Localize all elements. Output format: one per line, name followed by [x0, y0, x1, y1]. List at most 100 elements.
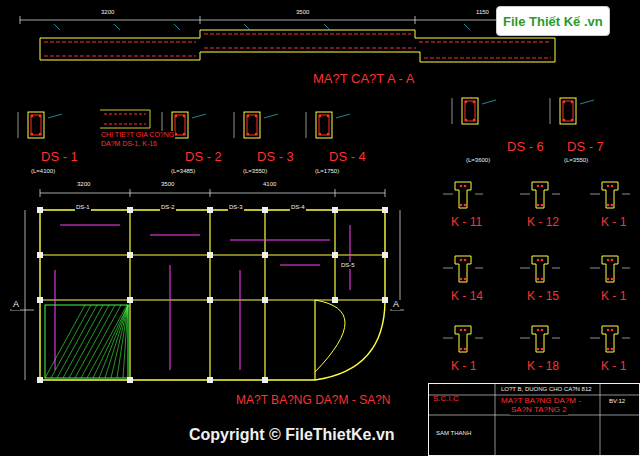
drawing-label: MA?T CA?T A - A: [312, 72, 415, 86]
rebar-dot: [473, 119, 476, 122]
column: [207, 252, 213, 258]
rebar-dot: [319, 115, 322, 118]
column: [262, 207, 268, 213]
drawing-label: DS-5: [340, 262, 356, 269]
rebar-dot: [460, 348, 463, 351]
rebar: [44, 55, 196, 56]
rebar-dot: [537, 329, 540, 332]
rebar-dot: [541, 185, 544, 188]
hatch-line: [45, 305, 85, 378]
beam-section: [462, 98, 478, 124]
column: [127, 377, 133, 383]
drawing-line: [104, 114, 146, 115]
drawing-label: K - 1: [600, 290, 627, 303]
rebar-dot: [255, 115, 258, 118]
rebar-dot: [537, 259, 540, 262]
dimension-line: [622, 194, 630, 195]
drawing-label: K - 1: [600, 360, 627, 373]
slab-rebar: [150, 235, 200, 236]
rebar-dot: [571, 119, 574, 122]
beam-section: [560, 98, 576, 124]
drawing-label: DS - 6: [506, 140, 545, 154]
beam-section: [532, 256, 548, 282]
rebar-dot: [611, 348, 614, 351]
stirrup: [563, 101, 573, 121]
drawing-label: K - 12: [526, 216, 560, 229]
beam-profile: [40, 30, 555, 62]
dimension-line: [40, 193, 385, 194]
beam-section: [244, 112, 260, 138]
drawing-line: [130, 189, 131, 197]
column: [332, 252, 338, 258]
dimension-line: [552, 338, 560, 339]
slab-rebar: [280, 265, 320, 266]
rebar-dot: [255, 133, 258, 136]
drawing-label: DS - 1: [40, 150, 79, 164]
drawing-label: DS - 7: [566, 140, 605, 154]
dimension-line: [520, 338, 530, 339]
column: [262, 377, 268, 383]
drawing-line: [385, 189, 386, 197]
leader-line: [482, 100, 496, 104]
slab-rebar: [230, 240, 330, 241]
company-name: S.C.I.C: [433, 394, 459, 403]
drawing-label: SA?N TA?NG 2: [510, 406, 568, 415]
rebar-dot: [327, 133, 330, 136]
drawing-line: [210, 189, 211, 197]
rebar: [419, 41, 551, 42]
column: [127, 297, 133, 303]
column: [382, 252, 388, 258]
drawing-label: 3500: [160, 181, 175, 188]
dimension-line: [306, 112, 307, 138]
drawing-line: [20, 20, 560, 21]
drawing-label: (L=3485): [170, 168, 196, 175]
rebar: [44, 41, 196, 42]
stirrup: [319, 115, 329, 135]
rebar-dot: [175, 115, 178, 118]
drawing-label: SAM THANH: [435, 430, 472, 437]
column: [332, 207, 338, 213]
rebar: [424, 57, 551, 58]
dimension-line: [520, 194, 530, 195]
beam-line: [129, 210, 130, 380]
rebar-dot: [541, 348, 544, 351]
drawing-label: MA?T BA?NG DA?M -: [500, 397, 582, 406]
hatch-line: [123, 305, 128, 378]
drawing-line: [20, 16, 21, 24]
column: [262, 252, 268, 258]
hatch-line: [57, 305, 97, 378]
logo-box: File Thiết Kế .vn: [496, 6, 610, 36]
dimension-line: [590, 194, 600, 195]
beam-section: [602, 182, 618, 208]
rebar-dot: [537, 185, 540, 188]
drawing-label: K - 1: [600, 216, 627, 229]
dimension-line: [520, 268, 530, 269]
drawing-label: DS-1: [75, 204, 91, 211]
beam-section: [316, 112, 332, 138]
rebar-dot: [607, 329, 610, 332]
rebar-dot: [460, 278, 463, 281]
rebar-dot: [464, 185, 467, 188]
hatch-line: [69, 305, 109, 378]
hatch-line: [93, 305, 128, 378]
rebar-dot: [563, 119, 566, 122]
drawing-label: MA?T BA?NG DA?M - SA?N: [235, 394, 392, 407]
rebar-dot: [541, 204, 544, 207]
dimension-line: [443, 268, 453, 269]
dimension-line: [590, 268, 600, 269]
leader-line: [580, 100, 594, 104]
drawing-label: 3500: [295, 9, 310, 16]
dimension-line: [590, 338, 600, 339]
drawing-label: CHI TIE?T GIA CO?NG: [100, 131, 175, 139]
dimension-line: [18, 112, 19, 138]
rebar-dot: [611, 204, 614, 207]
watermark: Copyright © FileThietKe.vn: [188, 426, 396, 444]
dimension-line: [443, 338, 453, 339]
drawing-label: 4100: [262, 181, 277, 188]
leader-line: [114, 24, 120, 30]
drawing-label: K - 14: [450, 290, 484, 303]
rebar-dot: [537, 204, 540, 207]
column: [37, 377, 43, 383]
stirrup: [31, 115, 41, 135]
